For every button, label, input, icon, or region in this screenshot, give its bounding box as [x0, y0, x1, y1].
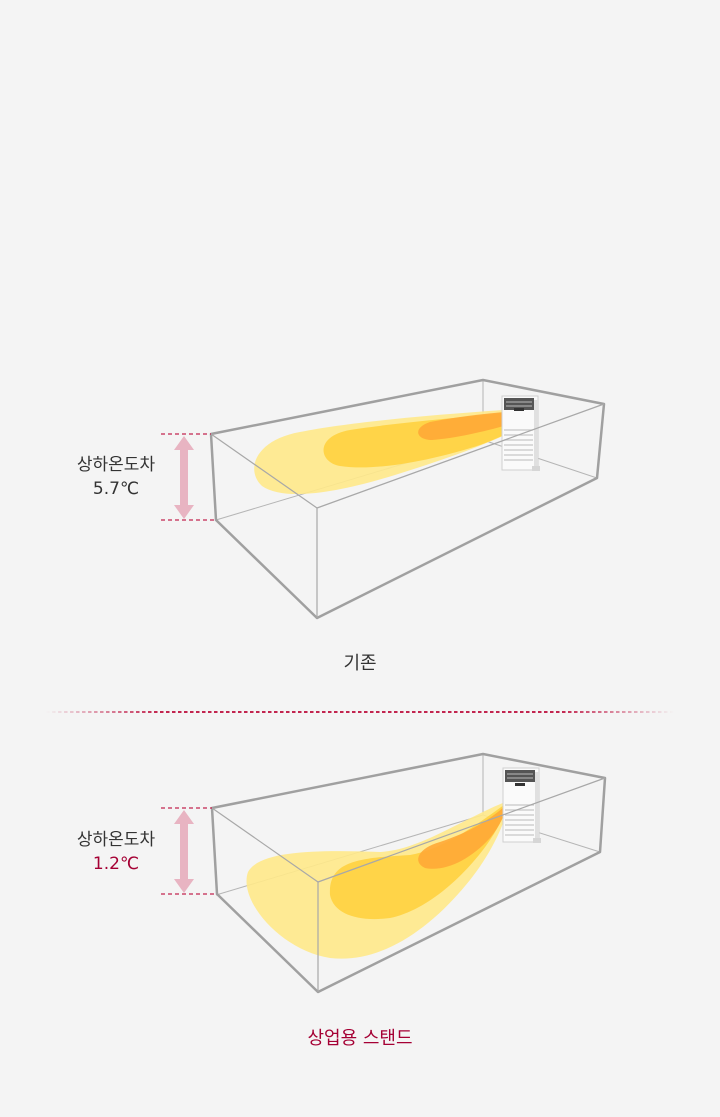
double-arrow-icon [174, 436, 194, 519]
label-title: 상하온도차 [76, 455, 156, 475]
section-divider [46, 711, 674, 713]
label-title: 상하온도차 [76, 830, 156, 850]
label-value: 1.2℃ [92, 854, 140, 874]
room-front-edges [209, 378, 606, 620]
ac-unit-icon-commercial [502, 767, 541, 843]
airflow-plume-commercial [246, 800, 510, 959]
label-value: 5.7℃ [92, 479, 140, 499]
height-reference-lines [161, 433, 214, 521]
diagram-conventional: 상하온도차 5.7℃ 기존 [56, 378, 606, 674]
airflow-plume-conventional [254, 408, 535, 495]
temperature-diff-label: 상하온도차 5.7℃ [56, 453, 176, 501]
caption-conventional: 기존 [343, 653, 377, 674]
temperature-diff-label: 상하온도차 1.2℃ [56, 828, 176, 876]
double-arrow-icon [174, 810, 194, 893]
room-illustration-conventional [161, 378, 606, 620]
ac-unit-icon-conventional [501, 395, 540, 471]
caption-commercial-stand: 상업용 스탠드 [307, 1028, 413, 1049]
